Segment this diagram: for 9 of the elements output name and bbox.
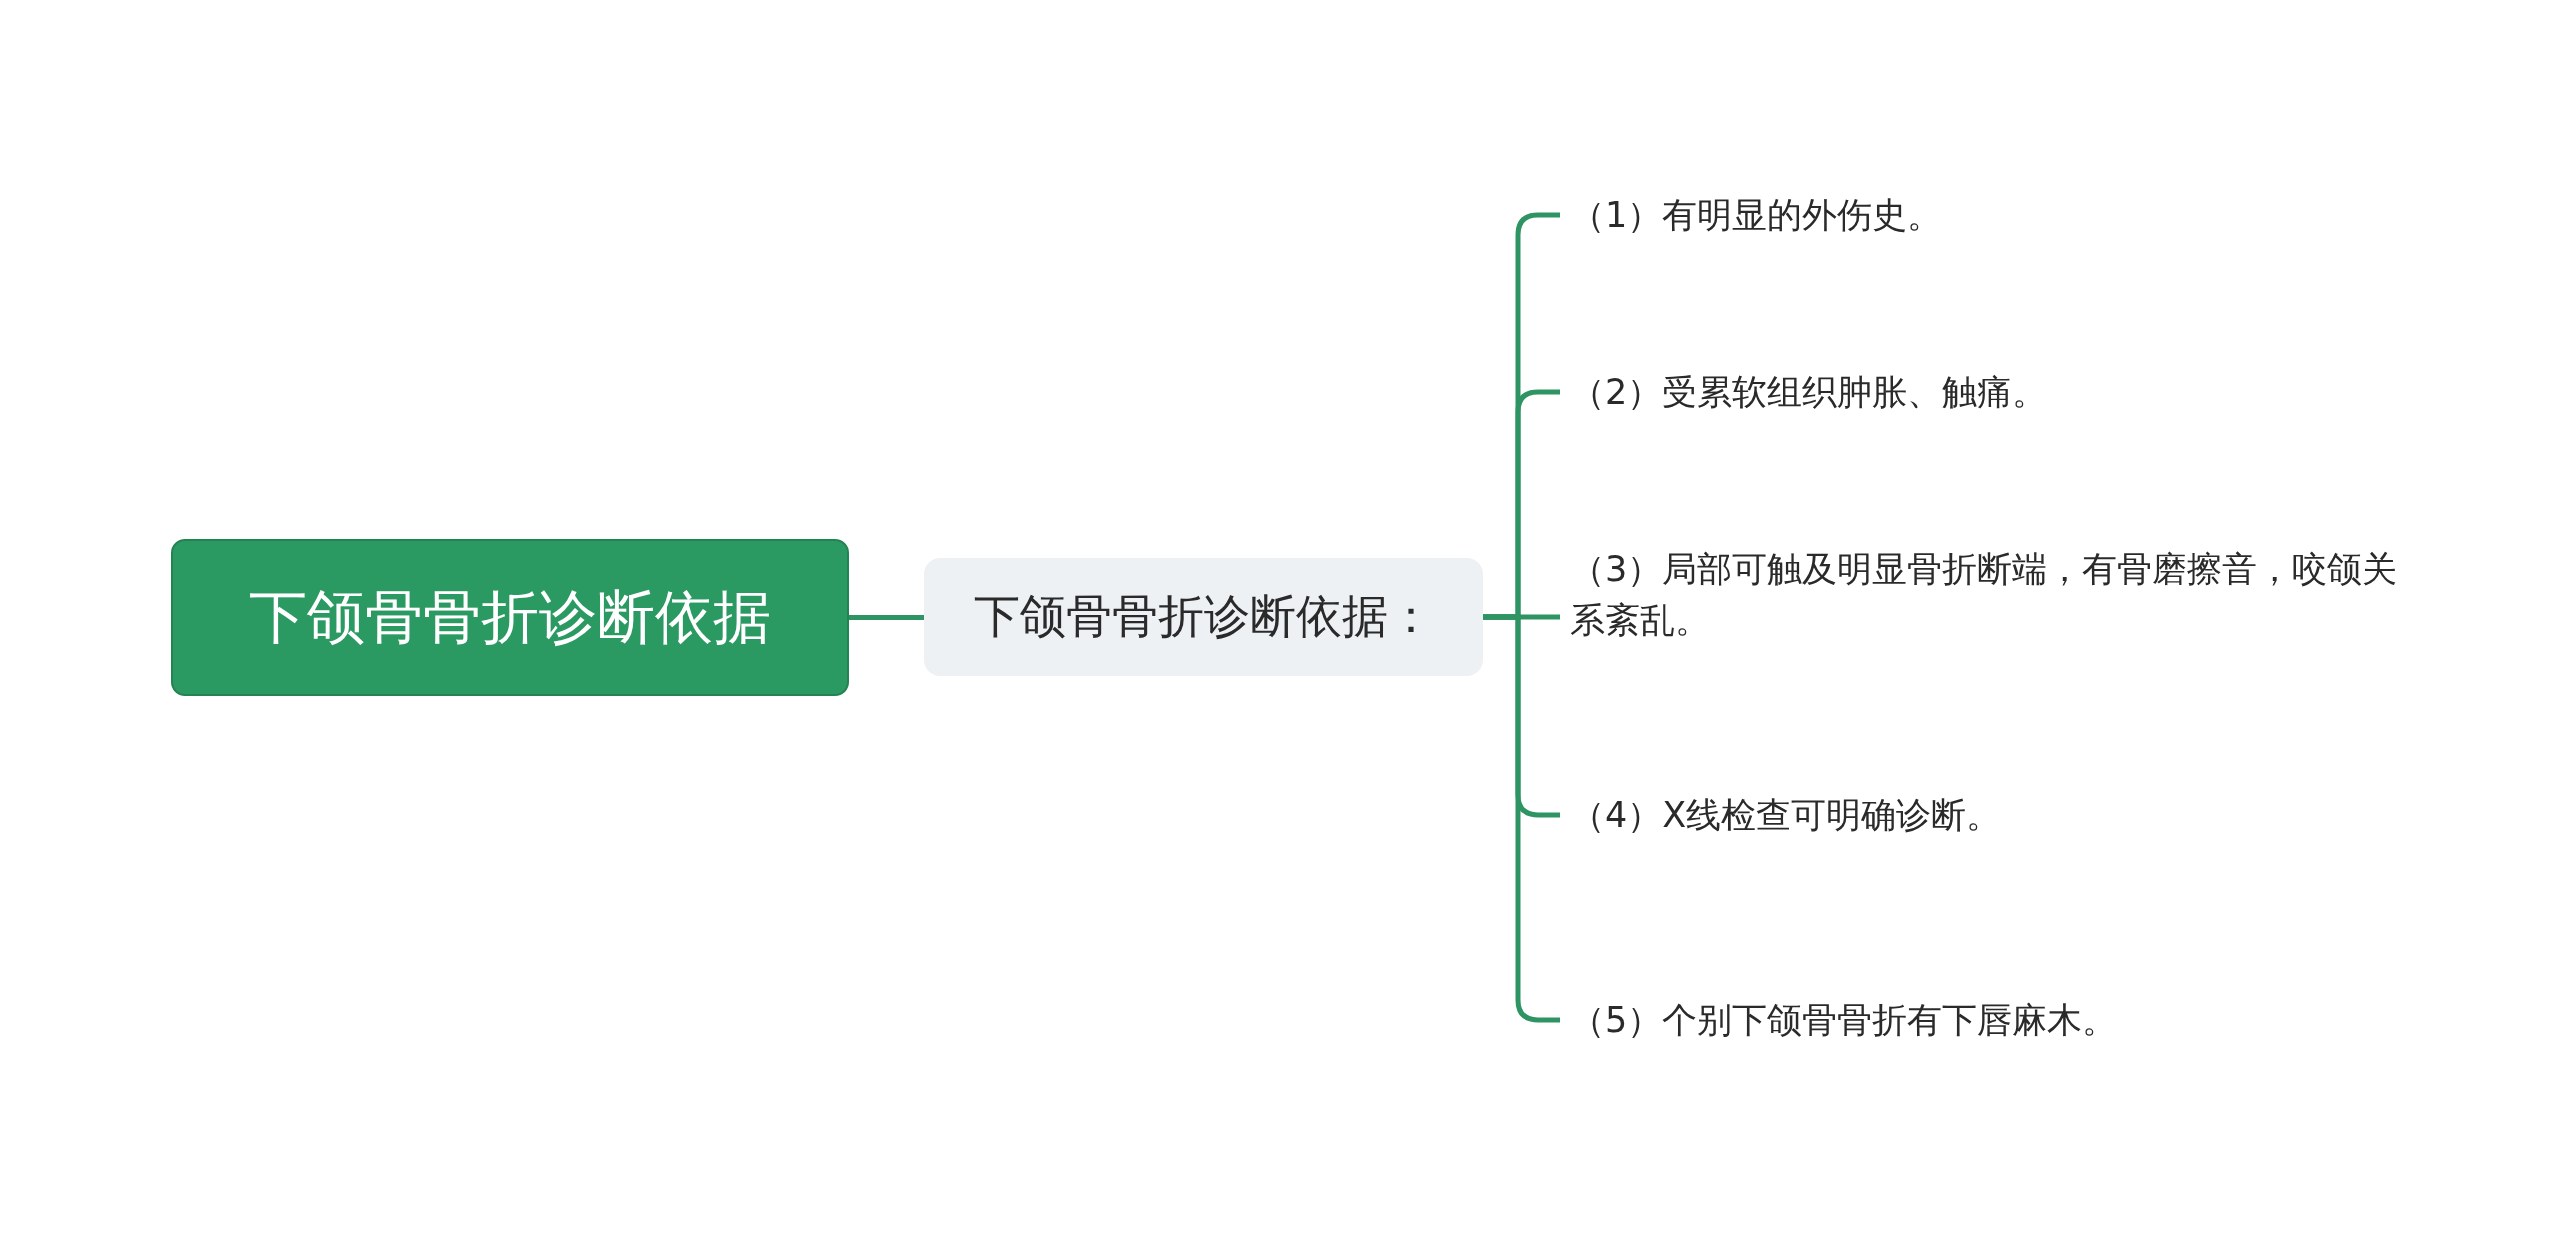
- branch-text: （5）个别下颌骨骨折有下唇麻木。: [1560, 988, 2410, 1052]
- branch-text: （1）有明显的外伤史。: [1560, 183, 2410, 247]
- branch-text: （4）X线检查可明确诊断。: [1560, 783, 2410, 847]
- branch-text: （3）局部可触及明显骨折断端，有骨磨擦音，咬颌关系紊乱。: [1560, 538, 2410, 652]
- branch-text: （2）受累软组织肿胀、触痛。: [1560, 360, 2410, 424]
- topic-box: 下颌骨骨折诊断依据：: [924, 558, 1483, 676]
- root-topic-box: 下颌骨骨折诊断依据: [171, 539, 849, 696]
- connector-line: [849, 615, 924, 620]
- connector-line: [1483, 614, 1560, 1023]
